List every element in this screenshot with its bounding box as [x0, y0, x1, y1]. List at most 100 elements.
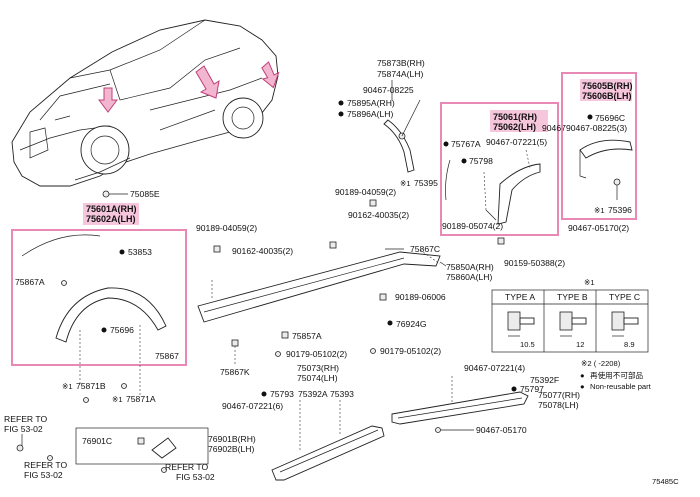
label-75871a: 75871A: [126, 394, 156, 404]
label-90467-08225-top: 90467-08225: [363, 85, 414, 95]
label-75867a-left: 75867A: [15, 277, 45, 287]
note-mark-75871b: ※1: [62, 382, 73, 391]
arrow-front-fender: [98, 87, 118, 113]
highlight-box-rear-wheel-opening: [561, 72, 637, 220]
legend-row2-text: Non-reusable part: [590, 382, 652, 391]
label-75867c: 75867C: [410, 244, 440, 254]
label-75393: 75393: [330, 389, 354, 399]
label-90189-05074-2: 90189-05074(2): [442, 221, 503, 231]
part-75061-moulding: [497, 163, 541, 225]
clip-type-c-shape: [611, 311, 639, 337]
label-90467-08225-3: 90467-08225(3): [566, 123, 627, 133]
legend: ※2 ( -2208) ● 再使用不可部品 ● Non-reusable par…: [580, 359, 652, 391]
label-75860a: 75860A(LH): [446, 272, 492, 282]
label-90467-05170: 90467-05170: [476, 425, 527, 435]
label-refer1-line1: REFER TO: [4, 414, 47, 424]
label-75602a: 75602A(LH): [86, 214, 136, 224]
label-90189-04059-2a: 90189-04059(2): [196, 223, 257, 233]
label-75895a: 75895A(RH): [347, 98, 395, 108]
part-75073-door-moulding: [271, 425, 385, 481]
label-75062: 75062(LH): [493, 122, 536, 132]
part-75605b-moulding: [579, 139, 633, 159]
label-75696: 75696: [110, 325, 134, 335]
label-90162-40035-2a: 90162-40035(2): [232, 246, 293, 256]
label-90189-04059-2b: 90189-04059(2): [335, 187, 396, 197]
label-76901c: 76901C: [82, 436, 112, 446]
label-75601a: 75601A(RH): [86, 204, 137, 214]
highlight-box-rear-fender-moulding: [440, 102, 559, 236]
label-75767a: 75767A: [451, 139, 481, 149]
label-90467-07221-6: 90467-07221(6): [222, 401, 283, 411]
label-76924g: 76924G: [396, 319, 427, 329]
label-90159-50388-2: 90159-50388(2): [504, 258, 565, 268]
part-75850a-rocker-moulding: [197, 251, 441, 323]
table-value-type-b: 12: [576, 340, 584, 349]
label-75396: 75396: [608, 205, 632, 215]
legend-note2: ※2 ( -2208): [581, 359, 621, 368]
arrow-rear-fender: [261, 61, 280, 89]
clip-type-a-shape: [507, 311, 535, 337]
label-90467-05170-2: 90467-05170(2): [568, 223, 629, 233]
label-75871b: 75871B: [76, 381, 106, 391]
label-75857a: 75857A: [292, 331, 322, 341]
table-value-type-c: 8.9: [624, 340, 635, 349]
label-refer1-line2: FIG 53-02: [4, 424, 43, 434]
legend-row1-text: 再使用不可部品: [590, 370, 644, 380]
label-75392a: 75392A: [298, 389, 328, 399]
label-53853: 53853: [128, 247, 152, 257]
label-refer2-line2: FIG 53-02: [24, 470, 63, 480]
arrow-rear-door: [195, 65, 220, 99]
part-75601a-moulding: [55, 287, 167, 343]
clip-type-table: ※1 TYPE A TYPE B TYPE C 10.5 12 8.9: [491, 278, 649, 353]
label-75874a: 75874A(LH): [377, 69, 423, 79]
part-76901c-mudguard: [151, 437, 177, 459]
legend-row2-symbol: ●: [580, 382, 585, 391]
table-header-type-b: TYPE B: [557, 292, 588, 302]
label-75077: 75077(RH): [538, 390, 580, 400]
label-75798: 75798: [469, 156, 493, 166]
label-75696c: 75696C: [595, 113, 625, 123]
table-value-type-a: 10.5: [520, 340, 535, 349]
label-refer2-line1: REFER TO: [24, 460, 67, 470]
label-90179-05102-2b: 90179-05102(2): [380, 346, 441, 356]
label-75867k: 75867K: [220, 367, 250, 377]
vehicle-illustration: [11, 19, 280, 187]
label-75392f: 75392F: [530, 375, 559, 385]
note-mark-75871a: ※1: [112, 395, 123, 404]
legend-row1-symbol: ●: [580, 371, 585, 380]
label-75896a: 75896A(LH): [347, 109, 393, 119]
label-90179-05102-2a: 90179-05102(2): [286, 349, 347, 359]
label-75073: 75073(RH): [297, 363, 339, 373]
label-refer3-line2: FIG 53-02: [176, 472, 215, 482]
table-note-mark: ※1: [584, 278, 595, 287]
note-mark-75396: ※1: [594, 206, 605, 215]
diagram-code: 75485C: [652, 477, 679, 486]
label-76902b: 76902B(LH): [208, 444, 254, 454]
label-75850a: 75850A(RH): [446, 262, 494, 272]
label-75793: 75793: [270, 389, 294, 399]
label-75395: 75395: [414, 178, 438, 188]
label-refer3-line1: REFER TO: [165, 462, 208, 472]
part-75873b-garnish: [383, 119, 415, 173]
label-90467-cut: 90467: [542, 123, 566, 133]
label-75873b: 75873B(RH): [377, 58, 425, 68]
label-76901b: 76901B(RH): [208, 434, 256, 444]
highlight-box-front-wheel-opening: [11, 229, 187, 366]
label-90467-07221-4: 90467-07221(4): [464, 363, 525, 373]
label-75074: 75074(LH): [297, 373, 338, 383]
label-75867a-cut: 75867: [155, 351, 179, 361]
label-75085e: 75085E: [130, 189, 160, 199]
note-mark-75395: ※1: [400, 179, 411, 188]
clip-type-b-shape: [559, 311, 587, 337]
label-75061: 75061(RH): [493, 112, 537, 122]
label-75797: 75797: [520, 384, 544, 394]
label-75605b: 75605B(RH): [582, 81, 633, 91]
label-90162-40035-2b: 90162-40035(2): [348, 210, 409, 220]
table-header-type-c: TYPE C: [609, 292, 640, 302]
label-90467-07221-5: 90467-07221(5): [486, 137, 547, 147]
label-75606b: 75606B(LH): [582, 91, 632, 101]
table-header-type-a: TYPE A: [505, 292, 535, 302]
label-90189-06006: 90189-06006: [395, 292, 446, 302]
label-75078: 75078(LH): [538, 400, 579, 410]
